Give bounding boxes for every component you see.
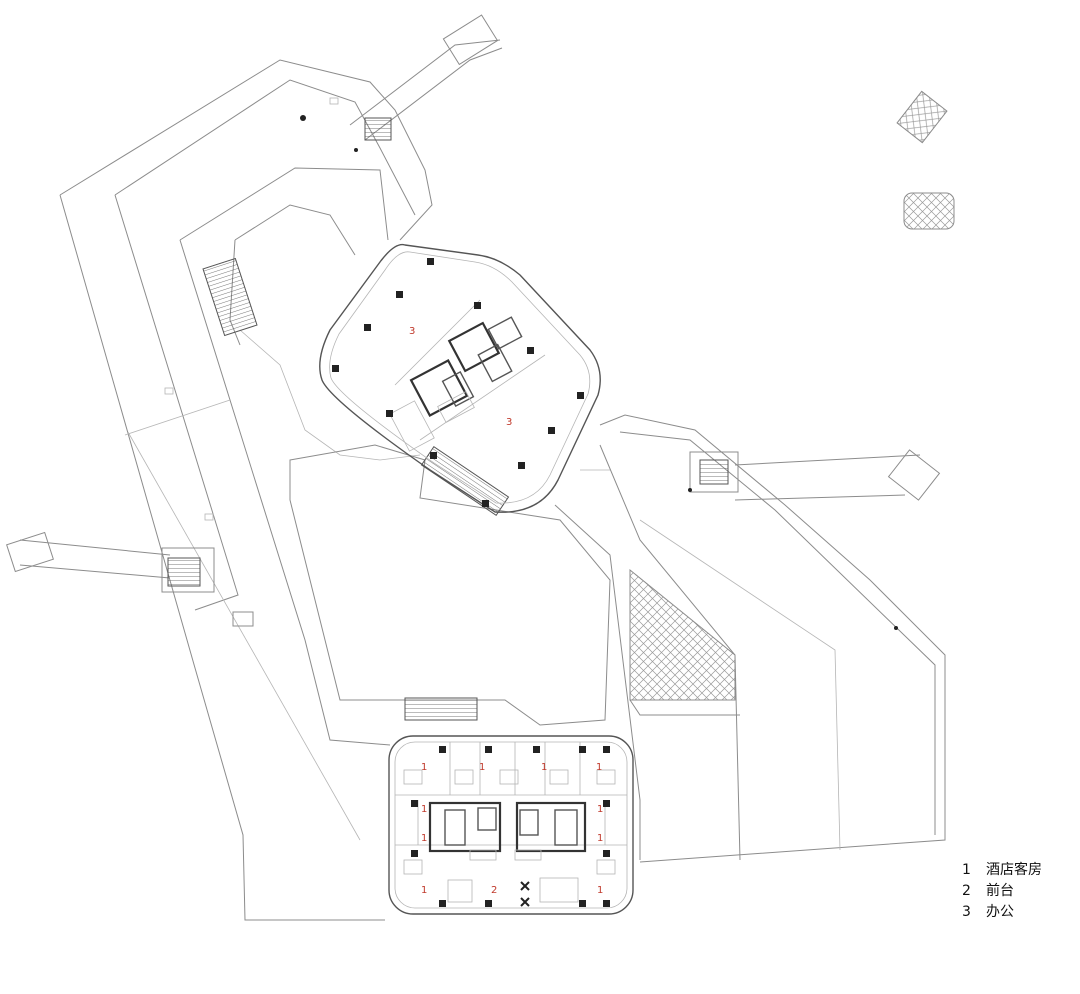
hotel-label-2: 1 (479, 762, 485, 773)
hotel-columns (411, 746, 610, 907)
hotel-label-7: 1 (421, 833, 427, 844)
hotel-label-4: 1 (596, 762, 602, 773)
hotel-label-1: 1 (421, 762, 427, 773)
hotel-label-10: 1 (597, 885, 603, 896)
legend: 1 酒店客房 2 前台 3 办公 (962, 860, 1042, 923)
right-wing (554, 414, 946, 863)
hotel-label-3: 1 (541, 762, 547, 773)
hotel-tower: 1 1 1 1 1 1 1 1 1 1 2 (388, 735, 634, 915)
office-core (389, 299, 546, 452)
hotel-label-9: 1 (421, 885, 427, 896)
legend-item-2: 2 前台 (962, 881, 1042, 902)
hatched-zone (629, 568, 736, 701)
hatch-samples (896, 90, 955, 230)
podium-outline (59, 59, 611, 921)
office-label-2: 3 (506, 417, 512, 428)
legend-number: 2 (962, 883, 971, 899)
legend-label: 办公 (986, 904, 1014, 920)
escalators (202, 257, 510, 721)
hotel-cores (428, 801, 587, 903)
legend-item-3: 3 办公 (962, 902, 1042, 923)
legend-label: 酒店客房 (986, 862, 1042, 878)
bridge-right (689, 449, 941, 501)
office-label-1: 3 (409, 326, 415, 337)
hotel-label-8: 1 (597, 833, 603, 844)
hotel-bathrooms (403, 769, 616, 875)
legend-number: 3 (962, 904, 971, 920)
office-tower: 3 3 (319, 243, 601, 513)
hotel-label-6: 1 (597, 804, 603, 815)
reception-label: 2 (491, 885, 497, 896)
bridge-left (6, 531, 215, 593)
podium-fixtures (164, 97, 898, 630)
office-columns (332, 258, 584, 507)
legend-number: 1 (962, 862, 971, 878)
bridge-top (349, 14, 503, 141)
hotel-label-5: 1 (421, 804, 427, 815)
legend-label: 前台 (986, 883, 1014, 899)
legend-item-1: 1 酒店客房 (962, 860, 1042, 881)
